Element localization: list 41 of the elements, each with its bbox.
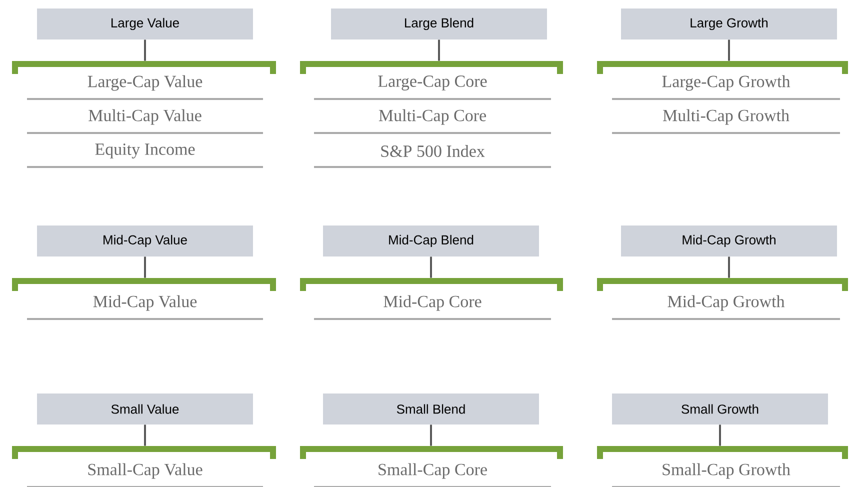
bracket — [597, 446, 848, 459]
category-box: Mid-Cap Value — [37, 226, 253, 256]
fund-item: Large-Cap Value — [27, 75, 263, 100]
category-box: Mid-Cap Growth — [621, 226, 838, 256]
fund-item: Small-Cap Value — [27, 463, 263, 487]
connector-line — [430, 256, 432, 278]
fund-item: Multi-Cap Value — [27, 109, 263, 134]
category-box: Large Growth — [621, 8, 838, 40]
connector-line — [728, 40, 730, 61]
fund-item: Large-Cap Growth — [612, 75, 840, 100]
connector-line — [144, 256, 146, 278]
connector-line — [144, 40, 146, 61]
bracket — [12, 446, 276, 459]
category-box: Small Growth — [612, 394, 828, 424]
category-box: Small Value — [37, 394, 253, 424]
fund-item: Small-Cap Growth — [612, 463, 840, 487]
bracket — [300, 446, 563, 459]
fund-item: Mid-Cap Value — [27, 295, 263, 320]
bracket — [300, 278, 563, 291]
fund-item: Large-Cap Core — [314, 76, 551, 100]
bracket — [300, 61, 563, 74]
category-box: Large Value — [37, 8, 253, 40]
fund-item: Mid-Cap Core — [314, 295, 551, 320]
fund-item: Mid-Cap Growth — [612, 295, 840, 320]
connector-line — [728, 256, 730, 278]
bracket — [12, 61, 276, 74]
category-box: Mid-Cap Blend — [323, 226, 539, 256]
bracket — [597, 61, 848, 74]
connector-line — [438, 40, 440, 61]
fund-item: S&P 500 Index — [314, 145, 551, 168]
category-box: Large Blend — [331, 8, 547, 40]
fund-item: Multi-Cap Growth — [612, 109, 840, 134]
connector-line — [144, 424, 146, 446]
category-box: Small Blend — [323, 394, 539, 424]
fund-item: Small-Cap Core — [314, 463, 551, 487]
connector-line — [430, 424, 432, 446]
fund-item: Multi-Cap Core — [314, 109, 551, 134]
fund-item: Equity Income — [27, 144, 263, 168]
connector-line — [719, 424, 722, 446]
bracket — [12, 278, 276, 291]
bracket — [597, 278, 848, 291]
